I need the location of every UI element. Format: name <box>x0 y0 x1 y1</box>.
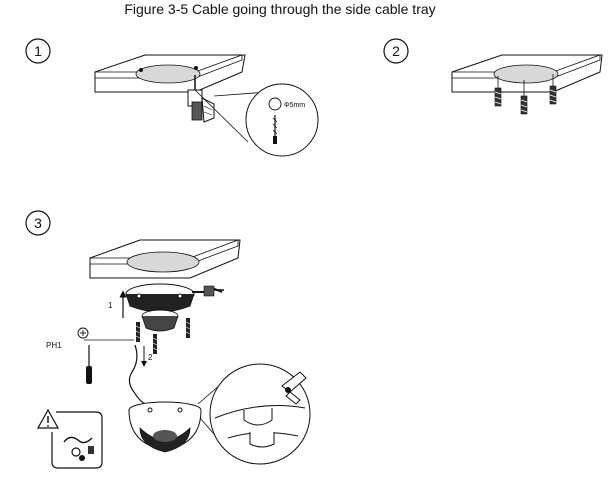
wall-anchor-icon <box>520 80 528 115</box>
drill-icon <box>187 75 215 123</box>
screw-icon <box>185 318 191 338</box>
dome-camera <box>128 401 202 453</box>
camera-base-bracket <box>125 283 195 332</box>
wire-cutter-icon <box>281 371 307 405</box>
screw-icon <box>135 322 141 342</box>
step-1-number: 1 <box>34 43 42 59</box>
screw-icon <box>152 334 158 354</box>
drill-hole-icon <box>268 97 282 111</box>
warning-box <box>36 408 103 469</box>
cable-icon <box>63 436 94 461</box>
figure-title: Figure 3-5 Cable going through the side … <box>124 1 436 17</box>
ceiling-hole-3 <box>126 251 200 273</box>
cable-line <box>128 344 147 405</box>
arrow-1-label: 1 <box>108 301 113 310</box>
step-1-badge <box>25 38 51 64</box>
wall-anchor-icon <box>549 74 557 105</box>
wall-anchor-icon <box>494 76 502 107</box>
drill-bit-icon <box>272 115 278 144</box>
step-2-number: 2 <box>392 43 400 59</box>
arrow-2-label: 2 <box>148 353 153 362</box>
step-3-number: 3 <box>34 215 42 231</box>
screwdriver-type-label: PH1 <box>46 341 62 350</box>
ceiling-hole-2 <box>493 64 559 84</box>
step-3-badge <box>25 210 51 236</box>
side-cable-tray <box>192 285 224 297</box>
drill-size-label: Φ5mm <box>284 102 305 109</box>
screwdriver-icon <box>86 345 92 384</box>
step-2-group: 2 <box>383 38 603 115</box>
step-1-group: 1 Φ5mm <box>25 38 319 157</box>
drill-bit-zoom-callout <box>245 83 319 157</box>
step-3-group: 3 1 <box>25 210 311 469</box>
step-2-badge <box>383 38 409 64</box>
ceiling-hole-1 <box>135 64 201 84</box>
